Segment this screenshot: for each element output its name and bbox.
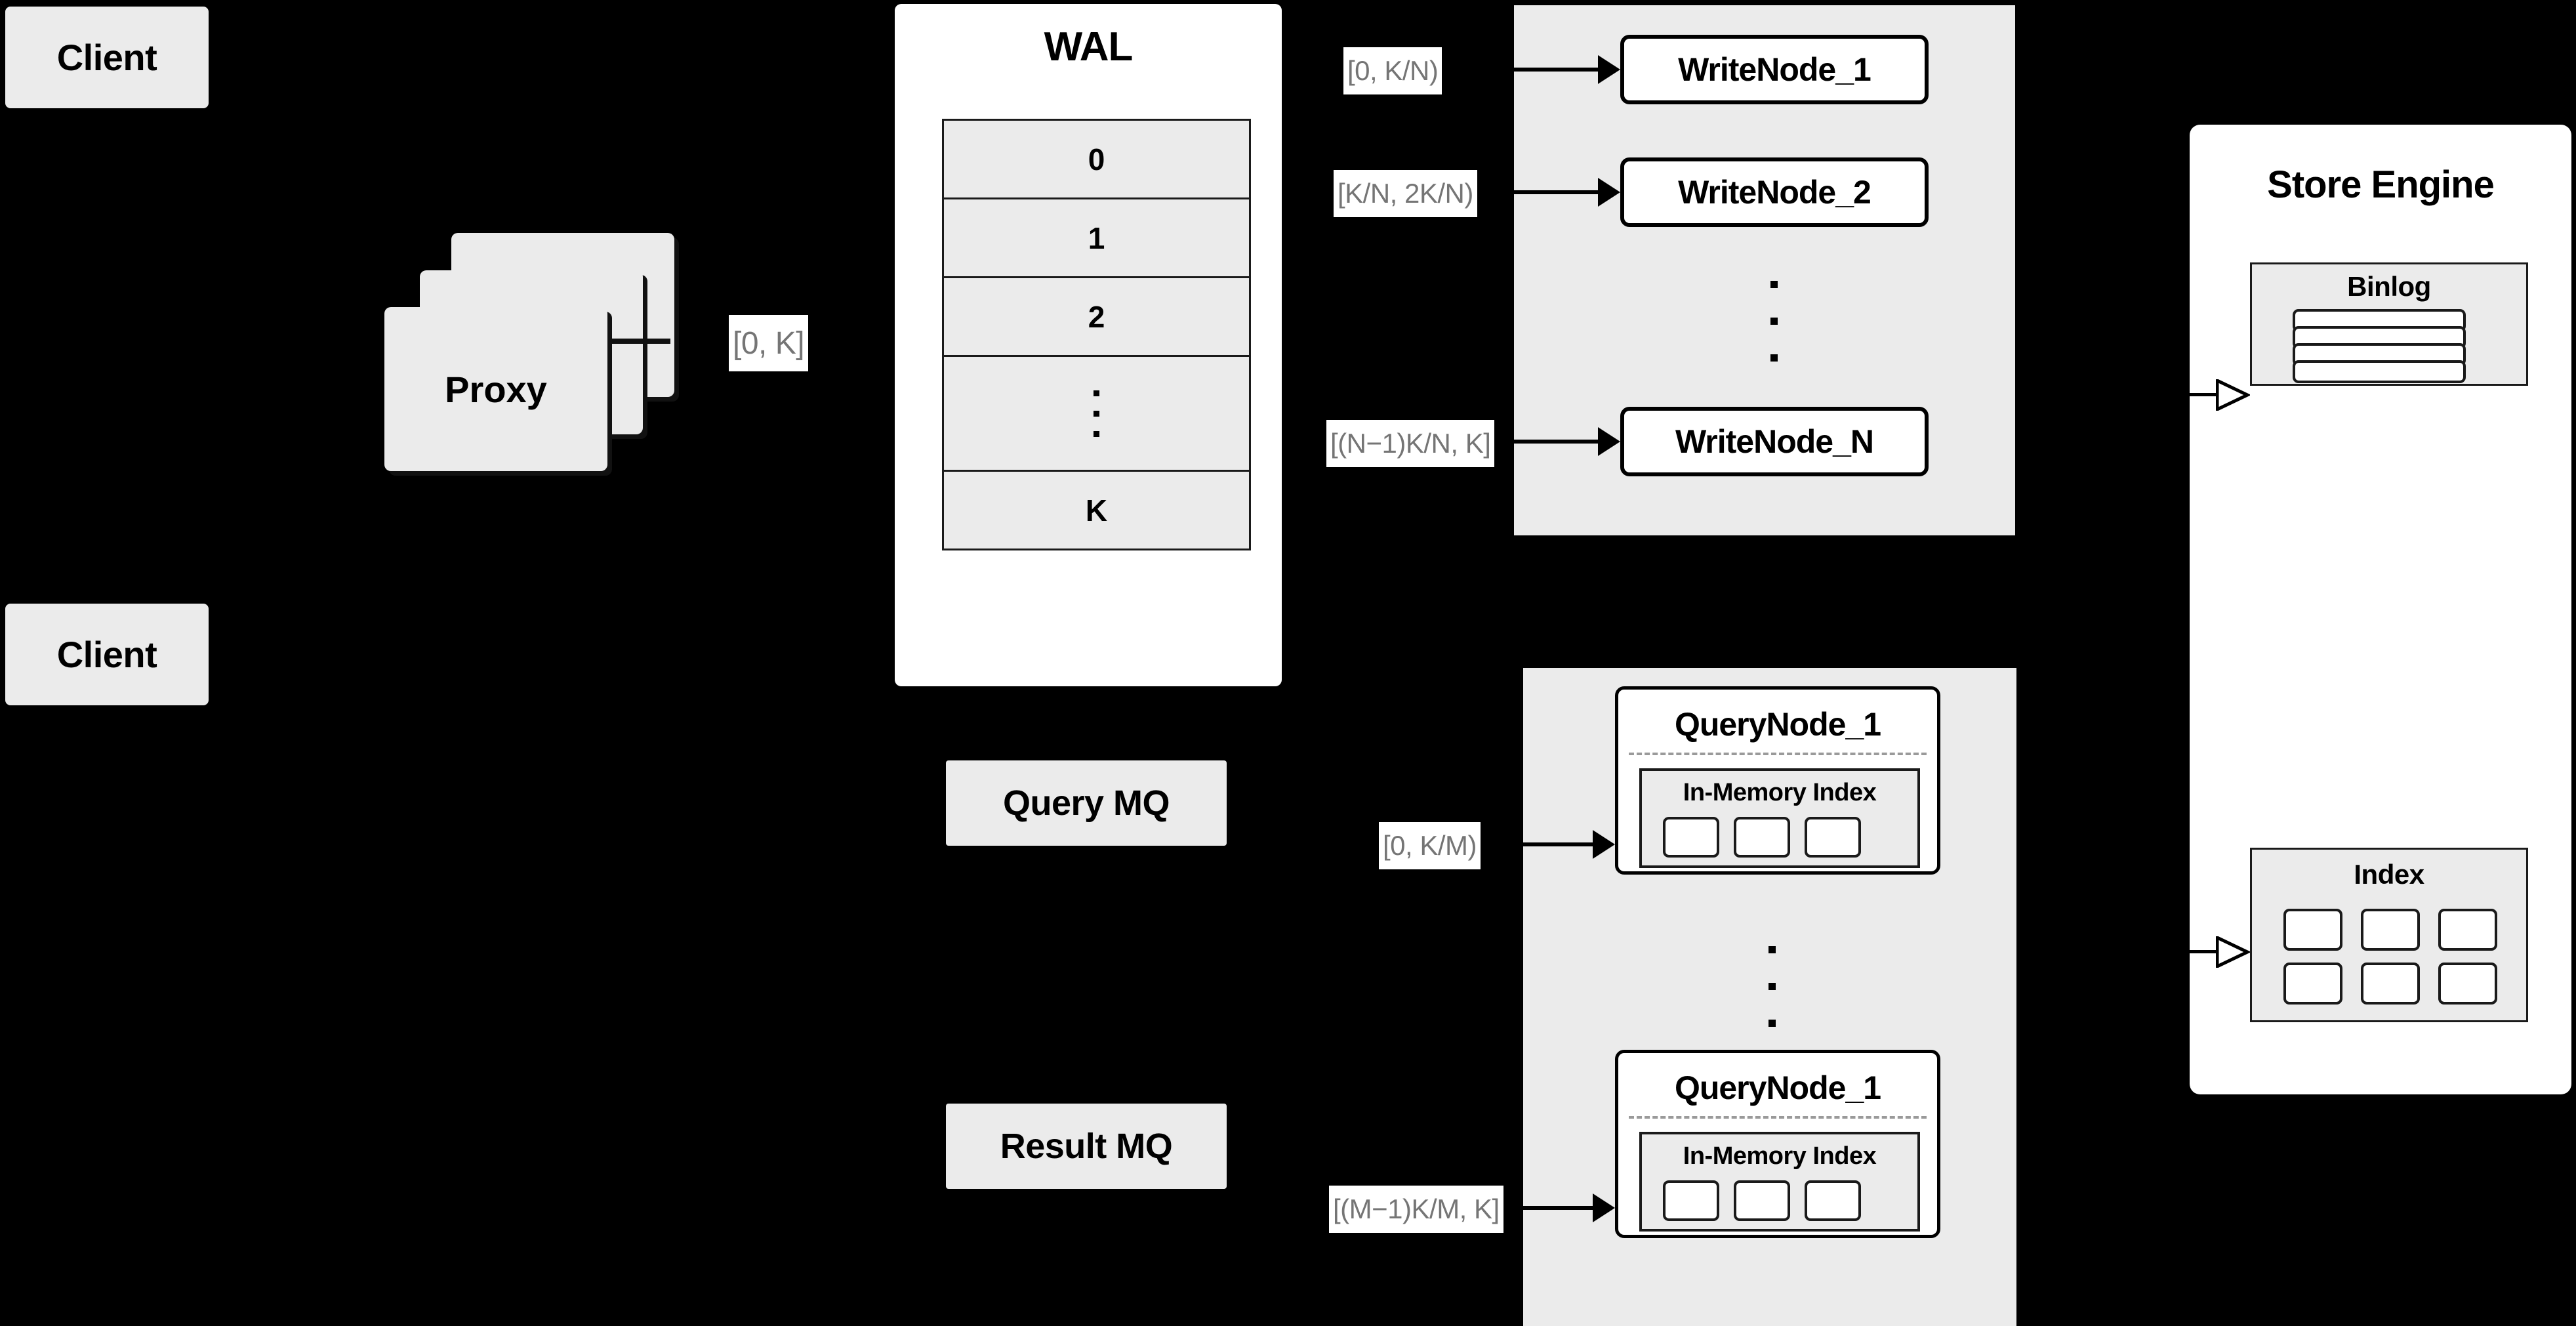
- arrow-line-index: [2171, 950, 2220, 953]
- result-mq-label: Result MQ: [1000, 1127, 1173, 1166]
- write-group-ellipsis: [1770, 281, 1778, 362]
- index-chip[interactable]: [2361, 909, 2420, 951]
- ellipsis-dot: [1770, 281, 1778, 288]
- binlog-title: Binlog: [2347, 271, 2431, 302]
- store-engine-title: Store Engine: [2267, 163, 2495, 206]
- proxy-to-wal-connector: [607, 339, 670, 344]
- index-chip[interactable]: [1805, 817, 1861, 858]
- index-title: Index: [2354, 859, 2424, 890]
- ellipsis-dot: [1768, 1020, 1776, 1027]
- range-label-write-2: [K/N, 2K/N): [1334, 170, 1477, 217]
- arrow-head-write-n: [1598, 427, 1620, 456]
- arrow-line-write-n: [1514, 440, 1599, 444]
- client-box-1[interactable]: Client: [5, 7, 209, 108]
- range-label-write-1: [0, K/N): [1343, 47, 1442, 94]
- index-chip[interactable]: [2283, 963, 2342, 1005]
- range-label-proxy-out: [0, K]: [729, 315, 809, 371]
- client-label-1: Client: [56, 37, 157, 78]
- ellipsis-dot: [1768, 946, 1776, 953]
- proxy-label: Proxy: [445, 368, 547, 410]
- in-memory-index-1-title: In-Memory Index: [1683, 779, 1877, 806]
- wal-cell[interactable]: 0: [944, 121, 1249, 199]
- write-node-1[interactable]: WriteNode_1: [1620, 35, 1929, 104]
- client-box-2[interactable]: Client: [5, 604, 209, 705]
- wal-cell[interactable]: 1: [944, 199, 1249, 278]
- ellipsis-dot: [1094, 410, 1099, 417]
- binlog-bar[interactable]: [2293, 360, 2466, 383]
- query-node-2[interactable]: QueryNode_1 In-Memory Index: [1615, 1050, 1940, 1238]
- index-chip[interactable]: [2438, 909, 2497, 951]
- proxy-card-front[interactable]: Proxy: [384, 307, 607, 471]
- wal-cell-list: 0 1 2 K: [942, 119, 1251, 550]
- in-memory-index-1: In-Memory Index: [1639, 768, 1920, 868]
- wal-cell-ellipsis: [944, 357, 1249, 472]
- ellipsis-dot: [1094, 390, 1099, 396]
- ellipsis-dot: [1768, 983, 1776, 990]
- result-mq-box[interactable]: Result MQ: [946, 1104, 1227, 1189]
- arrow-head-write-2: [1598, 178, 1620, 207]
- index-chip[interactable]: [1663, 817, 1719, 858]
- arrow-head-index-open-icon: [2216, 936, 2250, 968]
- query-node-2-title: QueryNode_1: [1674, 1069, 1881, 1106]
- index-chip[interactable]: [1734, 817, 1790, 858]
- arrow-line-write-2: [1514, 190, 1599, 194]
- range-label-write-n: [(N−1)K/N, K]: [1326, 420, 1495, 467]
- index-chip[interactable]: [1734, 1180, 1790, 1221]
- arrow-line-binlog: [2188, 393, 2220, 396]
- range-label-query-1: [0, K/M): [1379, 822, 1481, 869]
- ellipsis-dot: [1770, 354, 1778, 362]
- index-chip[interactable]: [1663, 1180, 1719, 1221]
- arrow-line-query-2: [1523, 1206, 1594, 1210]
- query-mq-label: Query MQ: [1002, 783, 1170, 823]
- query-node-1-title: QueryNode_1: [1674, 706, 1881, 743]
- wal-cell[interactable]: K: [944, 472, 1249, 549]
- store-engine-panel: Store Engine Binlog Index: [2190, 125, 2571, 1094]
- query-mq-box[interactable]: Query MQ: [946, 760, 1227, 846]
- binlog-panel: Binlog: [2250, 262, 2528, 386]
- index-panel: Index: [2250, 848, 2528, 1022]
- index-chip[interactable]: [1805, 1180, 1861, 1221]
- arrow-head-query-1: [1593, 830, 1615, 859]
- arrow-line-write-1: [1514, 68, 1599, 72]
- arrow-head-write-1: [1598, 55, 1620, 84]
- arrow-head-query-2: [1593, 1193, 1615, 1222]
- write-node-2[interactable]: WriteNode_2: [1620, 157, 1929, 227]
- query-node-1-separator: [1629, 753, 1927, 755]
- write-node-n[interactable]: WriteNode_N: [1620, 407, 1929, 476]
- index-chip[interactable]: [2438, 963, 2497, 1005]
- arrow-head-binlog-open-icon: [2216, 379, 2250, 411]
- in-memory-index-2: In-Memory Index: [1639, 1132, 1920, 1232]
- query-group-ellipsis: [1768, 946, 1776, 1027]
- wal-title: WAL: [1044, 24, 1134, 70]
- arrow-line-query-1: [1523, 842, 1594, 846]
- wal-container: WAL 0 1 2 K: [895, 4, 1282, 686]
- ellipsis-dot: [1770, 318, 1778, 325]
- wal-cell[interactable]: 2: [944, 278, 1249, 357]
- index-chip[interactable]: [2361, 963, 2420, 1005]
- index-chip[interactable]: [2283, 909, 2342, 951]
- query-node-2-separator: [1629, 1116, 1927, 1119]
- query-node-1[interactable]: QueryNode_1 In-Memory Index: [1615, 686, 1940, 875]
- in-memory-index-2-title: In-Memory Index: [1683, 1142, 1877, 1170]
- client-label-2: Client: [56, 634, 157, 675]
- ellipsis-dot: [1094, 430, 1099, 437]
- range-label-query-2: [(M−1)K/M, K]: [1329, 1186, 1503, 1233]
